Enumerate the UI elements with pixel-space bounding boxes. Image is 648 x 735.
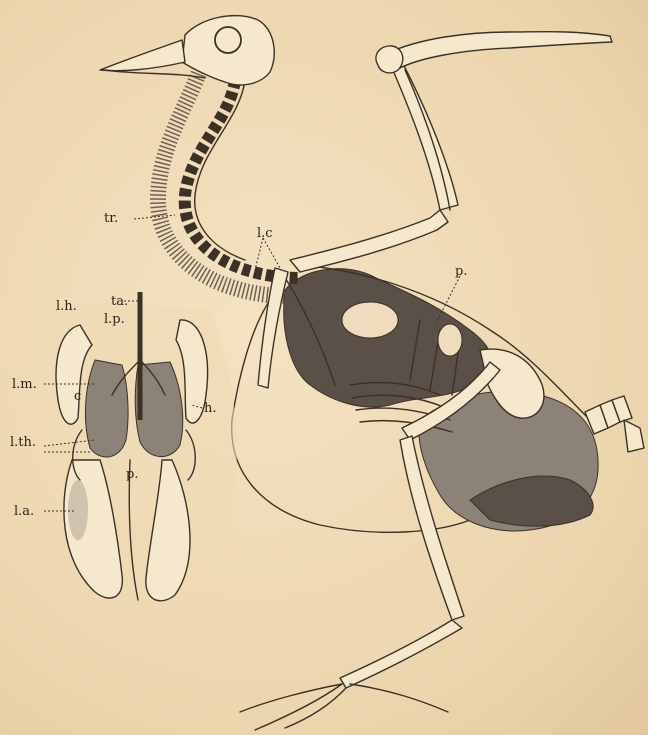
label-thoracic: l.th. xyxy=(10,435,36,450)
leader-lc xyxy=(255,238,280,270)
label-trachea: tr. xyxy=(104,211,118,226)
label-mesial: l.m. xyxy=(12,377,37,392)
lung-light-patch xyxy=(342,302,398,338)
label-posterior-sac: p. xyxy=(455,264,467,279)
jaw xyxy=(105,70,205,78)
label-humeral: l.h. xyxy=(56,299,77,314)
wing-hand xyxy=(395,32,612,68)
wing-knob xyxy=(376,46,403,73)
skull xyxy=(182,16,274,85)
coracoid xyxy=(258,268,288,388)
lung-light-patch-2 xyxy=(438,324,462,356)
left-lung xyxy=(85,360,128,457)
stippled-patch xyxy=(68,480,88,540)
label-tracheal: ta. xyxy=(111,294,128,309)
humerus xyxy=(290,210,448,272)
neck-vertebrae xyxy=(185,80,300,278)
label-abdominal: l.a. xyxy=(14,504,34,519)
label-inset-p: p. xyxy=(126,467,138,482)
wing-forearm xyxy=(392,62,458,210)
label-lung-pair: l.p. xyxy=(104,312,125,327)
beak xyxy=(100,40,185,71)
label-lung-entrance: l.c xyxy=(257,226,273,241)
foot-toes xyxy=(240,684,448,730)
label-inset-c: c xyxy=(74,389,81,404)
air-sac-inset xyxy=(43,292,237,601)
label-humerus-h: h. xyxy=(204,401,217,416)
tarsus xyxy=(340,620,462,688)
